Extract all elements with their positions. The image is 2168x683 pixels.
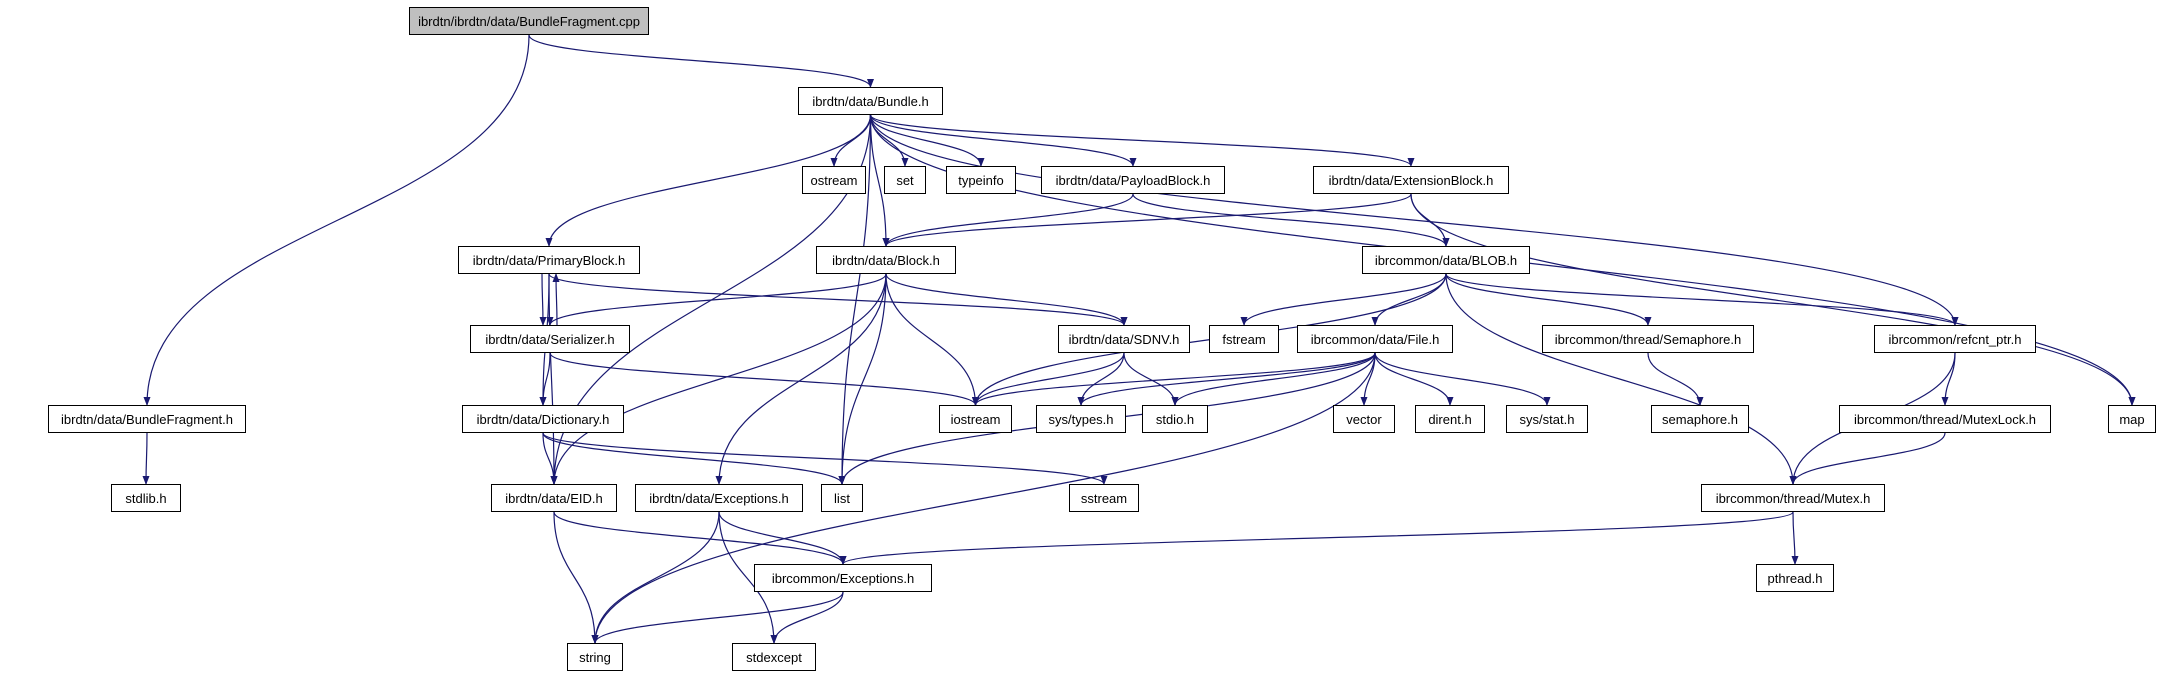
edge-serializer-h-to-primaryblock-h bbox=[552, 273, 560, 326]
edge-exceptions-h-dtn-to-exceptions-h-common bbox=[718, 511, 847, 565]
graph-node-mutex-h[interactable]: ibrcommon/thread/Mutex.h bbox=[1701, 484, 1885, 512]
edge-serializer-h-to-iostream bbox=[549, 352, 979, 406]
edge-exceptions-h-common-to-string bbox=[591, 591, 844, 644]
edge-bundle-h-to-refcnt-ptr-h bbox=[869, 114, 1959, 326]
edge-file-h-to-dirent-h bbox=[1374, 352, 1454, 406]
edge-refcnt-ptr-h-to-mutexlock-h bbox=[1941, 352, 1956, 406]
graph-node-extensionblock-h[interactable]: ibrdtn/data/ExtensionBlock.h bbox=[1313, 166, 1509, 194]
edge-bundle-h-to-payloadblock-h bbox=[869, 114, 1137, 167]
graph-node-fstream[interactable]: fstream bbox=[1209, 325, 1279, 353]
edge-bundlefragment-cpp-to-bundle-h bbox=[528, 34, 874, 88]
graph-node-sys-types-h[interactable]: sys/types.h bbox=[1036, 405, 1126, 433]
edge-file-h-to-sys-stat-h bbox=[1374, 352, 1551, 406]
edge-exceptions-h-common-to-stdexcept bbox=[770, 591, 844, 644]
edge-blob-h-to-refcnt-ptr-h bbox=[1445, 273, 1959, 326]
graph-node-exceptions-h-dtn[interactable]: ibrdtn/data/Exceptions.h bbox=[635, 484, 803, 512]
graph-node-exceptions-h-common[interactable]: ibrcommon/Exceptions.h bbox=[754, 564, 932, 592]
edge-extensionblock-h-to-map bbox=[1410, 193, 2136, 406]
graph-node-serializer-h[interactable]: ibrdtn/data/Serializer.h bbox=[470, 325, 630, 353]
graph-node-bundle-h[interactable]: ibrdtn/data/Bundle.h bbox=[798, 87, 943, 115]
edge-dictionary-h-to-list bbox=[542, 432, 846, 485]
edge-blob-h-to-fstream bbox=[1240, 273, 1447, 326]
edge-mutex-h-to-exceptions-h-common bbox=[839, 511, 1794, 565]
graph-node-iostream[interactable]: iostream bbox=[939, 405, 1012, 433]
edge-blob-h-to-semaphore-h-hdr bbox=[1445, 273, 1652, 326]
graph-node-primaryblock-h[interactable]: ibrdtn/data/PrimaryBlock.h bbox=[458, 246, 640, 274]
edge-bundle-h-to-primaryblock-h bbox=[545, 114, 872, 247]
edge-bundle-h-to-ostream bbox=[830, 114, 872, 167]
edge-bundle-h-to-block-h bbox=[869, 114, 890, 247]
edge-block-h-to-sdnv-h bbox=[885, 273, 1128, 326]
graph-node-block-h[interactable]: ibrdtn/data/Block.h bbox=[816, 246, 956, 274]
edge-dictionary-h-to-eid-h bbox=[542, 432, 558, 485]
edge-serializer-h-to-dictionary-h bbox=[539, 352, 551, 406]
edge-primaryblock-h-to-sdnv-h bbox=[548, 273, 1128, 326]
edge-bundlefragment-h-to-stdlib-h bbox=[142, 432, 150, 485]
graph-node-stdexcept[interactable]: stdexcept bbox=[732, 643, 816, 671]
graph-node-eid-h[interactable]: ibrdtn/data/EID.h bbox=[491, 484, 617, 512]
edge-exceptions-h-dtn-to-string bbox=[591, 511, 720, 644]
edge-blob-h-to-mutex-h bbox=[1445, 273, 1797, 485]
graph-node-ostream[interactable]: ostream bbox=[802, 166, 866, 194]
graph-node-bundlefragment-h[interactable]: ibrdtn/data/BundleFragment.h bbox=[48, 405, 246, 433]
edge-eid-h-to-exceptions-h-common bbox=[553, 511, 847, 565]
graph-node-stdlib-h[interactable]: stdlib.h bbox=[111, 484, 181, 512]
edge-block-h-to-list bbox=[838, 273, 887, 485]
edge-exceptions-h-dtn-to-stdexcept bbox=[718, 511, 778, 644]
graph-node-map[interactable]: map bbox=[2108, 405, 2156, 433]
edge-dictionary-h-to-sstream bbox=[542, 432, 1108, 485]
graph-node-mutexlock-h[interactable]: ibrcommon/thread/MutexLock.h bbox=[1839, 405, 2051, 433]
graph-node-list[interactable]: list bbox=[821, 484, 863, 512]
edge-primaryblock-h-to-eid-h bbox=[548, 273, 558, 485]
edge-block-h-to-iostream bbox=[885, 273, 979, 406]
graph-node-semaphore-h-sys[interactable]: semaphore.h bbox=[1651, 405, 1749, 433]
edge-bundle-h-to-list bbox=[838, 114, 872, 485]
graph-node-sdnv-h[interactable]: ibrdtn/data/SDNV.h bbox=[1058, 325, 1190, 353]
edge-sdnv-h-to-sys-types-h bbox=[1077, 352, 1125, 406]
edge-file-h-to-stdio-h bbox=[1171, 352, 1376, 406]
edge-bundlefragment-cpp-to-bundlefragment-h bbox=[143, 34, 530, 406]
edge-file-h-to-string bbox=[591, 352, 1376, 644]
graph-node-refcnt-ptr-h[interactable]: ibrcommon/refcnt_ptr.h bbox=[1874, 325, 2036, 353]
graph-node-payloadblock-h[interactable]: ibrdtn/data/PayloadBlock.h bbox=[1041, 166, 1225, 194]
graph-node-set[interactable]: set bbox=[884, 166, 926, 194]
graph-node-vector[interactable]: vector bbox=[1333, 405, 1395, 433]
graph-node-file-h[interactable]: ibrcommon/data/File.h bbox=[1297, 325, 1453, 353]
graph-node-typeinfo[interactable]: typeinfo bbox=[946, 166, 1016, 194]
graph-node-string[interactable]: string bbox=[567, 643, 623, 671]
edge-extensionblock-h-to-block-h bbox=[882, 193, 1412, 247]
graph-node-dictionary-h[interactable]: ibrdtn/data/Dictionary.h bbox=[462, 405, 624, 433]
graph-node-sstream[interactable]: sstream bbox=[1069, 484, 1139, 512]
graph-node-bundlefragment-cpp[interactable]: ibrdtn/ibrdtn/data/BundleFragment.cpp bbox=[409, 7, 649, 35]
edge-bundle-h-to-typeinfo bbox=[869, 114, 985, 167]
graph-node-blob-h[interactable]: ibrcommon/data/BLOB.h bbox=[1362, 246, 1530, 274]
edge-mutex-h-to-pthread-h bbox=[1791, 511, 1799, 565]
edge-primaryblock-h-to-serializer-h bbox=[539, 273, 547, 326]
edge-payloadblock-h-to-blob-h bbox=[1132, 193, 1450, 247]
edge-eid-h-to-string bbox=[553, 511, 599, 644]
edge-mutexlock-h-to-mutex-h bbox=[1789, 432, 1946, 485]
edge-file-h-to-iostream bbox=[972, 352, 1376, 406]
edge-block-h-to-serializer-h bbox=[546, 273, 887, 326]
edge-block-h-to-eid-h bbox=[550, 273, 887, 485]
edge-semaphore-h-hdr-to-semaphore-h-sys bbox=[1647, 352, 1704, 406]
graph-node-stdio-h[interactable]: stdio.h bbox=[1142, 405, 1208, 433]
graph-node-pthread-h[interactable]: pthread.h bbox=[1756, 564, 1834, 592]
graph-node-dirent-h[interactable]: dirent.h bbox=[1415, 405, 1485, 433]
graph-node-sys-stat-h[interactable]: sys/stat.h bbox=[1506, 405, 1588, 433]
edge-payloadblock-h-to-block-h bbox=[882, 193, 1134, 247]
edge-file-h-to-sys-types-h bbox=[1077, 352, 1376, 406]
edge-sdnv-h-to-iostream bbox=[972, 352, 1125, 406]
graph-node-semaphore-h-hdr[interactable]: ibrcommon/thread/Semaphore.h bbox=[1542, 325, 1754, 353]
edge-blob-h-to-file-h bbox=[1371, 273, 1447, 326]
edge-bundle-h-to-extensionblock-h bbox=[869, 114, 1415, 167]
edge-block-h-to-exceptions-h-dtn bbox=[715, 273, 887, 485]
